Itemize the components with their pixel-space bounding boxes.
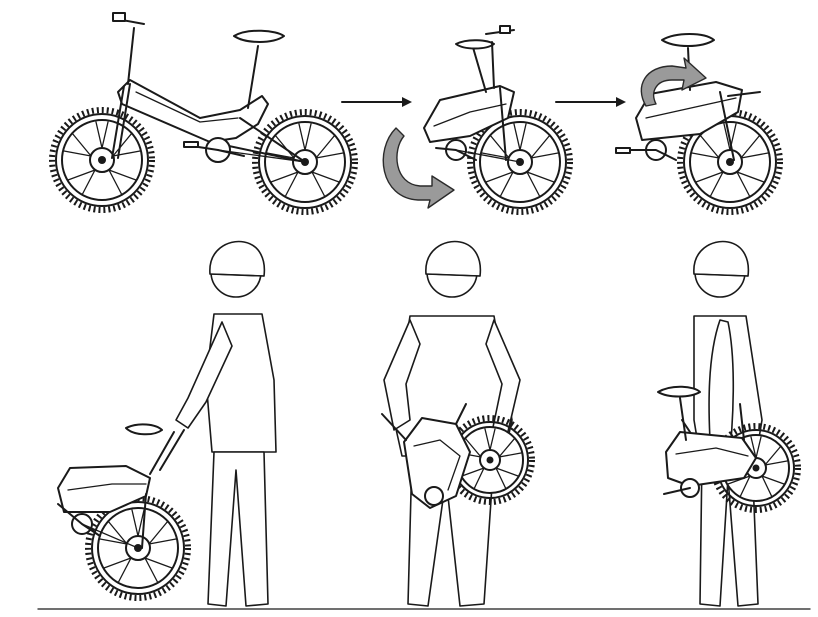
carrying-bike-front (381, 403, 532, 509)
rolling-folded-bike (57, 423, 188, 598)
right-arrow-icon (341, 97, 412, 107)
half-folded-bike (423, 25, 570, 212)
person-rolling-bike (175, 240, 277, 607)
person-carrying-side (693, 240, 763, 607)
unfolded-bike (52, 12, 355, 212)
carrying-bike-side (657, 385, 798, 510)
right-arrow-icon (555, 97, 626, 107)
fold-down-arrow-icon (382, 127, 455, 209)
fold-over-arrow-icon (640, 57, 707, 107)
fully-folded-bike (615, 33, 780, 212)
